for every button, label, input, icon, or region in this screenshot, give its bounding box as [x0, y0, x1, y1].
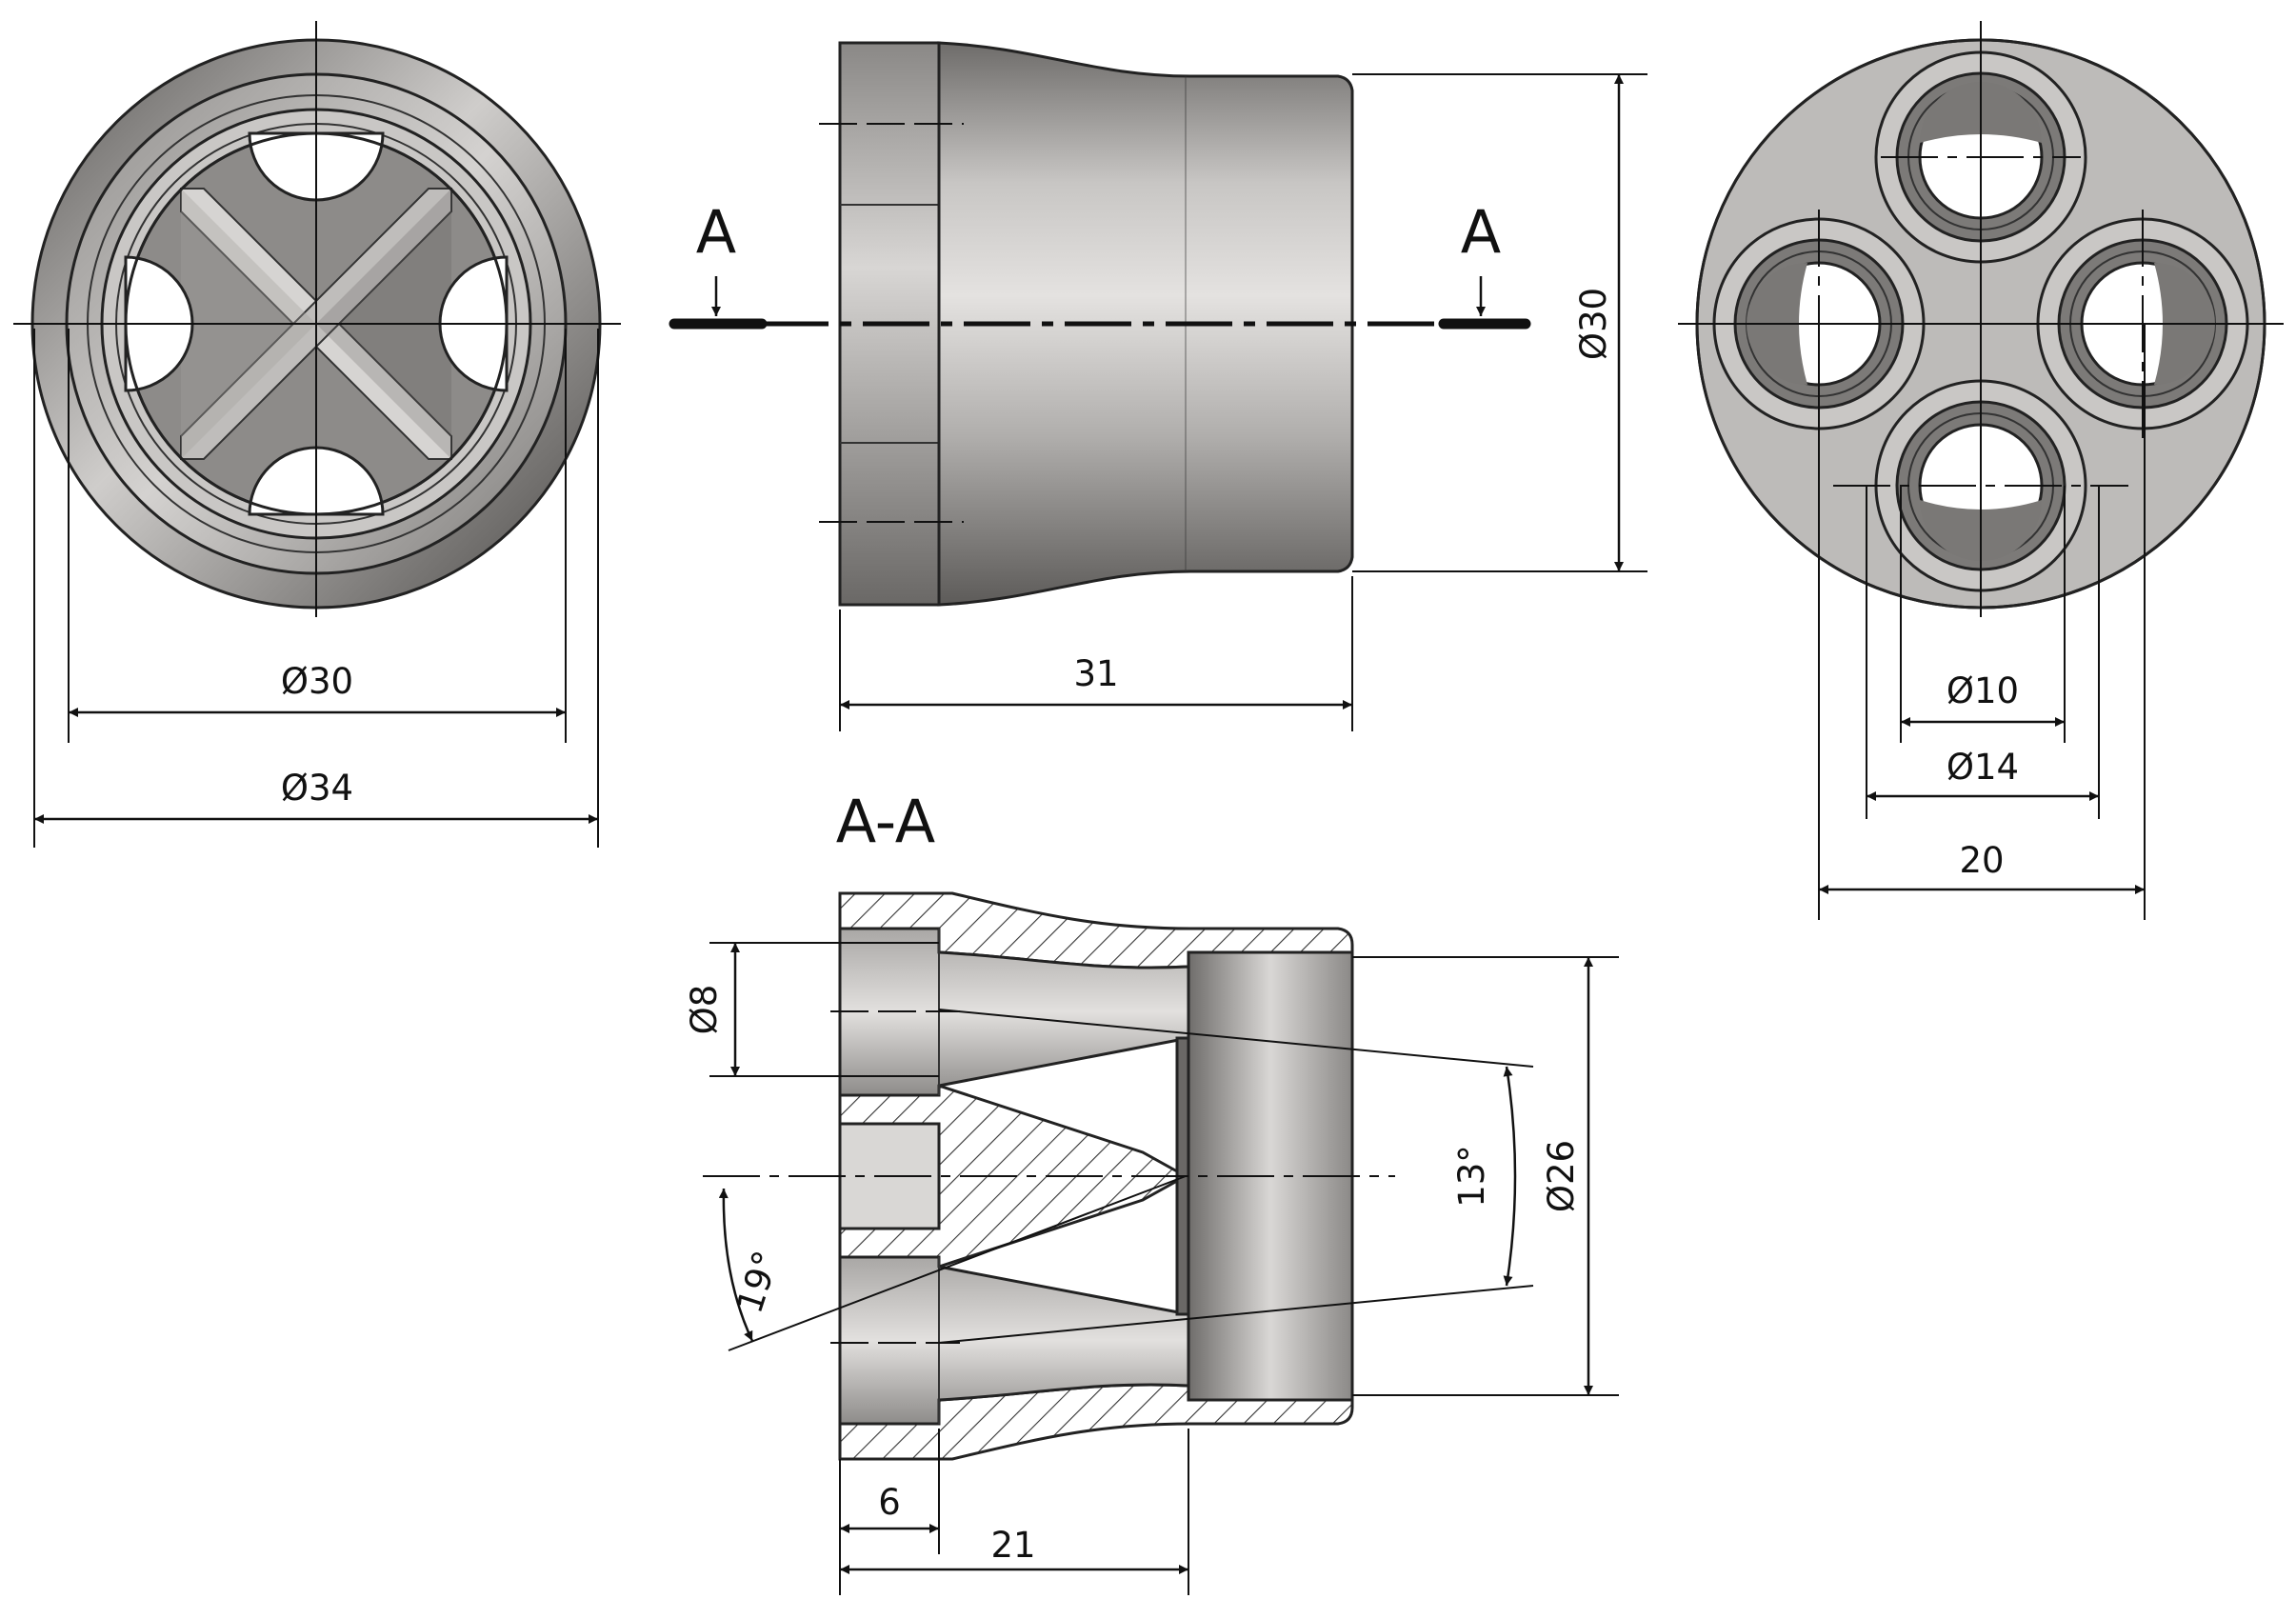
side-length-label: 31 — [1073, 653, 1118, 694]
front-inner-diameter-label: Ø30 — [281, 661, 353, 702]
section-hole-diameter-label: Ø8 — [684, 985, 725, 1035]
section-depth-21-label: 21 — [990, 1525, 1035, 1566]
front-view: Ø30 Ø34 — [13, 21, 621, 848]
section-marker-left: A — [696, 197, 736, 267]
rear-counterbore-diameter-label: Ø14 — [1947, 747, 2019, 788]
section-cone-angle-label: 19° — [729, 1246, 788, 1318]
section-depth-6-label: 6 — [878, 1482, 901, 1523]
section-marker-right: A — [1461, 197, 1501, 267]
section-taper-angle-label: 13° — [1451, 1145, 1492, 1208]
rear-view: Ø10 Ø14 20 — [1678, 21, 2284, 920]
rear-hole-diameter-label: Ø10 — [1947, 670, 2019, 711]
front-outer-diameter-label: Ø34 — [281, 768, 353, 809]
section-title: A-A — [836, 787, 935, 856]
section-view: A-A Ø8 Ø26 — [684, 787, 1619, 1595]
side-diameter-label: Ø30 — [1573, 288, 1614, 360]
side-view: A A 31 Ø30 — [669, 41, 1647, 731]
section-bore-diameter-label: Ø26 — [1541, 1140, 1582, 1212]
rear-pitch-label: 20 — [1959, 840, 2004, 881]
